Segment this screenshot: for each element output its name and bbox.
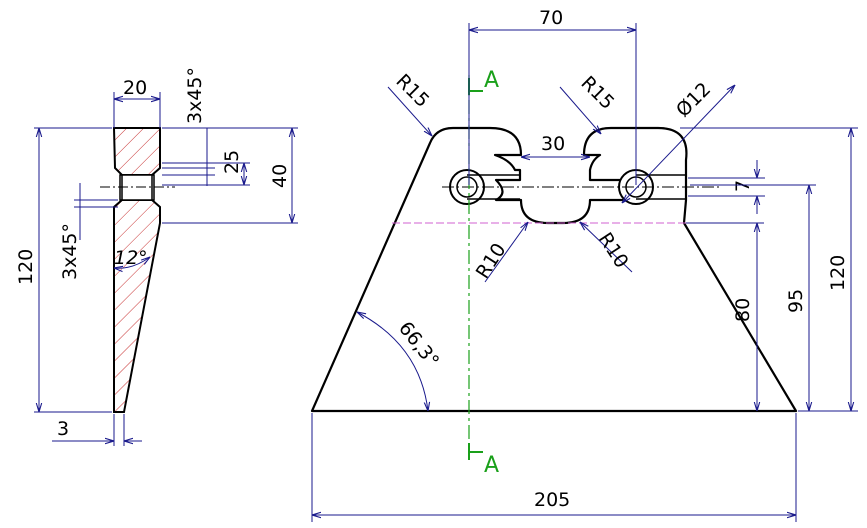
dim-front-diameter	[622, 85, 735, 203]
dim-front-r10-right	[580, 222, 633, 273]
dim-front-angle-arc	[357, 312, 428, 411]
section-marker-bottom	[468, 443, 483, 460]
dim-side-top-width	[113, 92, 161, 128]
section-label-bottom: A	[484, 453, 499, 478]
front-outline	[310, 126, 798, 413]
front-view: A A 70 30 R15 R15 Ø12 R10 R10	[310, 7, 858, 522]
dim-side-slot	[162, 162, 250, 186]
dim-front-r15-right	[559, 86, 601, 134]
dim-side-height	[34, 127, 112, 413]
dim-front-120-label: 120	[827, 255, 849, 291]
dim-side-chamfer-left	[74, 183, 118, 240]
dim-front-r15-left-label: R15	[391, 70, 433, 112]
dim-front-r10-left	[484, 222, 528, 283]
dim-side-height-label: 120	[15, 249, 37, 285]
section-label-top: A	[484, 68, 499, 93]
dim-side-upper	[162, 127, 298, 224]
dim-front-7	[688, 160, 765, 214]
dim-front-7-label: 7	[732, 180, 754, 192]
dim-front-95	[690, 184, 816, 411]
dim-side-bottom	[52, 414, 142, 446]
dim-side-angle-arc	[114, 257, 150, 268]
side-section-lower	[113, 199, 161, 413]
dim-front-120	[680, 127, 858, 412]
dim-side-top-width-label: 20	[123, 77, 147, 99]
side-section-body	[112, 127, 161, 176]
dim-front-80	[686, 222, 764, 411]
dim-side-chamfer-left-label: 3x45°	[59, 223, 81, 280]
dim-side-chamfer-top	[162, 128, 215, 186]
dim-front-30-label: 30	[541, 133, 565, 155]
dim-front-70-label: 70	[539, 7, 563, 29]
dim-front-r15-right-label: R15	[576, 72, 618, 114]
dim-front-205-label: 205	[534, 489, 570, 511]
dim-front-r15-left	[387, 86, 432, 136]
section-marker-top	[468, 78, 483, 95]
dim-front-diameter-label: Ø12	[672, 78, 715, 121]
dim-side-chamfer-top-label: 3x45°	[184, 67, 206, 124]
dim-side-slot-label: 25	[221, 150, 243, 174]
dim-side-upper-label: 40	[269, 164, 291, 188]
dim-front-80-label: 80	[732, 298, 754, 322]
dim-side-bottom-label: 3	[57, 418, 69, 440]
dim-side-angle-label: 12°	[114, 247, 148, 269]
side-view: 20 120 3x45° 25 40	[15, 67, 298, 446]
dim-front-95-label: 95	[785, 289, 807, 313]
dim-front-205	[311, 413, 797, 522]
